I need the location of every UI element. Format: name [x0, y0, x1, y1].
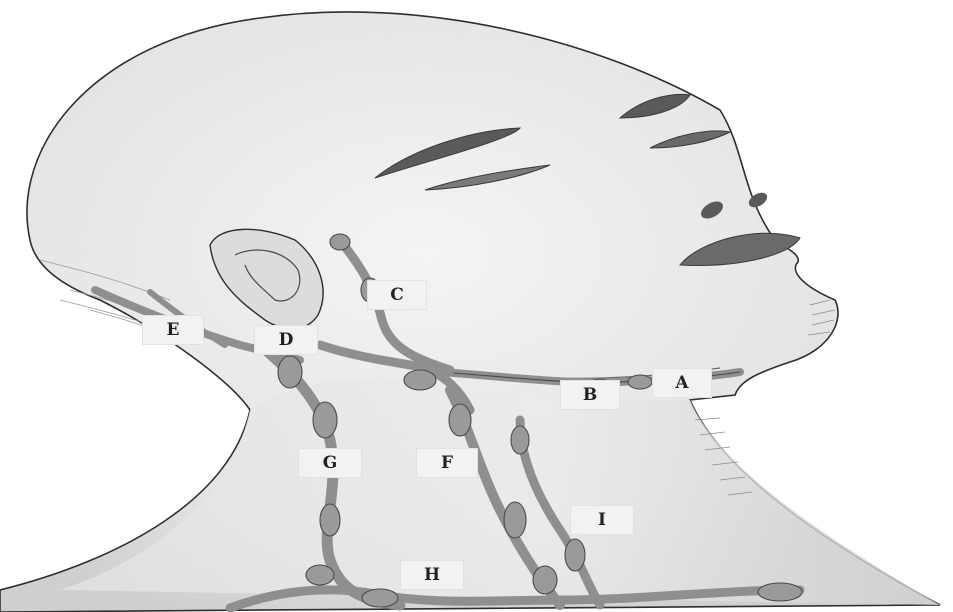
label-f: F	[416, 448, 478, 478]
label-e: E	[142, 315, 204, 345]
label-g: G	[298, 448, 362, 478]
label-b: B	[560, 380, 620, 410]
label-c: C	[367, 280, 427, 310]
label-h: H	[400, 560, 464, 590]
neck-shading	[60, 379, 940, 605]
label-d: D	[254, 325, 318, 355]
label-i: I	[570, 505, 634, 535]
label-a: A	[652, 368, 712, 398]
